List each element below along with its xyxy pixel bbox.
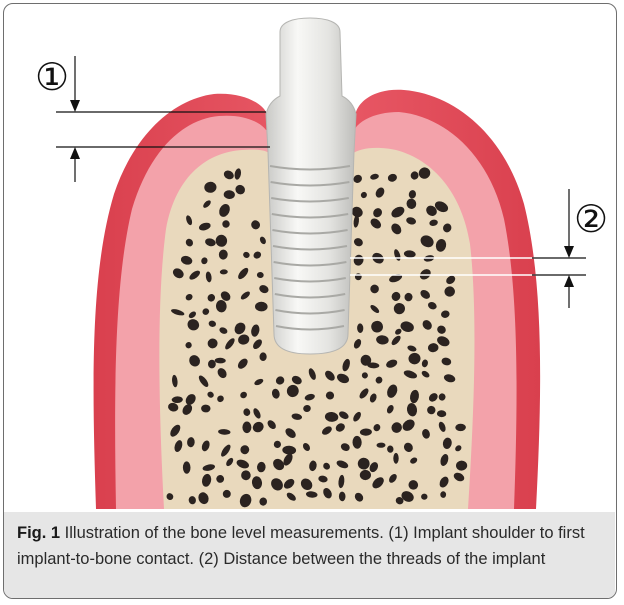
marrow-pore bbox=[242, 422, 251, 434]
bone-level-illustration: ① ② bbox=[4, 4, 615, 512]
caption-body: Illustration of the bone level measureme… bbox=[17, 524, 585, 568]
marker-1-label: ① bbox=[35, 55, 69, 99]
figure-caption: Fig. 1 Illustration of the bone level me… bbox=[17, 520, 607, 572]
figure-label: Fig. 1 bbox=[17, 524, 60, 542]
figure-caption-box: Fig. 1 Illustration of the bone level me… bbox=[4, 512, 615, 598]
marker-2-label: ② bbox=[574, 197, 608, 241]
implant bbox=[266, 18, 356, 354]
marrow-pore bbox=[393, 453, 398, 464]
figure-frame: ① ② Fig. 1 Illustration of the bone leve… bbox=[3, 3, 617, 599]
marrow-pore bbox=[223, 490, 231, 498]
marrow-pore bbox=[421, 494, 427, 500]
